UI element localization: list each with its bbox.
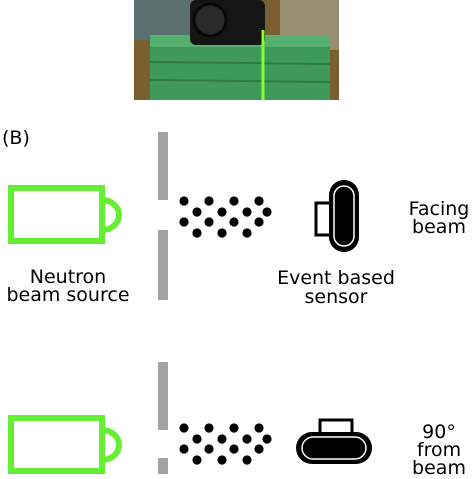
camera-lens xyxy=(192,2,228,38)
photo-panel xyxy=(134,0,339,100)
particle-dot xyxy=(242,455,252,465)
particle-dot xyxy=(242,228,252,238)
panel-label: (B) xyxy=(2,127,30,149)
source-label-line1: Neutron xyxy=(29,266,107,288)
particle-dot xyxy=(229,423,239,433)
neutron-source-bottom xyxy=(8,415,122,474)
particle-dot xyxy=(229,444,239,454)
particle-dot xyxy=(217,434,227,444)
rotated-label-line2: from xyxy=(416,439,462,461)
particle-dot xyxy=(217,228,227,238)
source-label-line2: beam source xyxy=(6,284,130,306)
particle-dot xyxy=(242,207,252,217)
particle-dot xyxy=(204,444,214,454)
neutron-source-top xyxy=(8,185,122,244)
particle-dot xyxy=(179,196,189,206)
particle-cluster-bottom xyxy=(179,423,272,465)
barrier-top-lower xyxy=(158,230,168,300)
particle-dot xyxy=(192,228,202,238)
rotated-label-line3: beam xyxy=(412,457,466,479)
particle-dot xyxy=(242,434,252,444)
sensor-label-line1: Event based xyxy=(277,267,395,289)
barrier-bottom-lower xyxy=(158,458,168,474)
particle-dot xyxy=(262,207,272,217)
particle-dot xyxy=(192,207,202,217)
particle-dot xyxy=(217,207,227,217)
facing-label-line1: Facing xyxy=(408,198,470,220)
particle-dot xyxy=(179,217,189,227)
barrier-bottom-upper xyxy=(158,362,168,430)
particle-dot xyxy=(254,423,264,433)
particle-dot xyxy=(204,196,214,206)
particle-dot xyxy=(254,444,264,454)
particle-dot xyxy=(229,217,239,227)
facing-label-line2: beam xyxy=(412,216,466,238)
sensor-rotated-90 xyxy=(296,418,372,464)
particle-dot xyxy=(204,423,214,433)
particle-dot xyxy=(179,444,189,454)
particle-dot xyxy=(192,455,202,465)
particle-dot xyxy=(204,217,214,227)
particle-dot xyxy=(262,434,272,444)
particle-dot xyxy=(192,434,202,444)
barrier-top-upper xyxy=(158,132,168,200)
particle-dot xyxy=(254,217,264,227)
particle-dot xyxy=(179,423,189,433)
particle-dot xyxy=(217,455,227,465)
sensor-facing-beam xyxy=(314,180,359,252)
rotated-label-line1: 90° xyxy=(422,421,456,443)
particle-dot xyxy=(254,196,264,206)
particle-dot xyxy=(229,196,239,206)
sensor-label-line2: sensor xyxy=(304,286,368,308)
particle-cluster-top xyxy=(179,196,272,238)
